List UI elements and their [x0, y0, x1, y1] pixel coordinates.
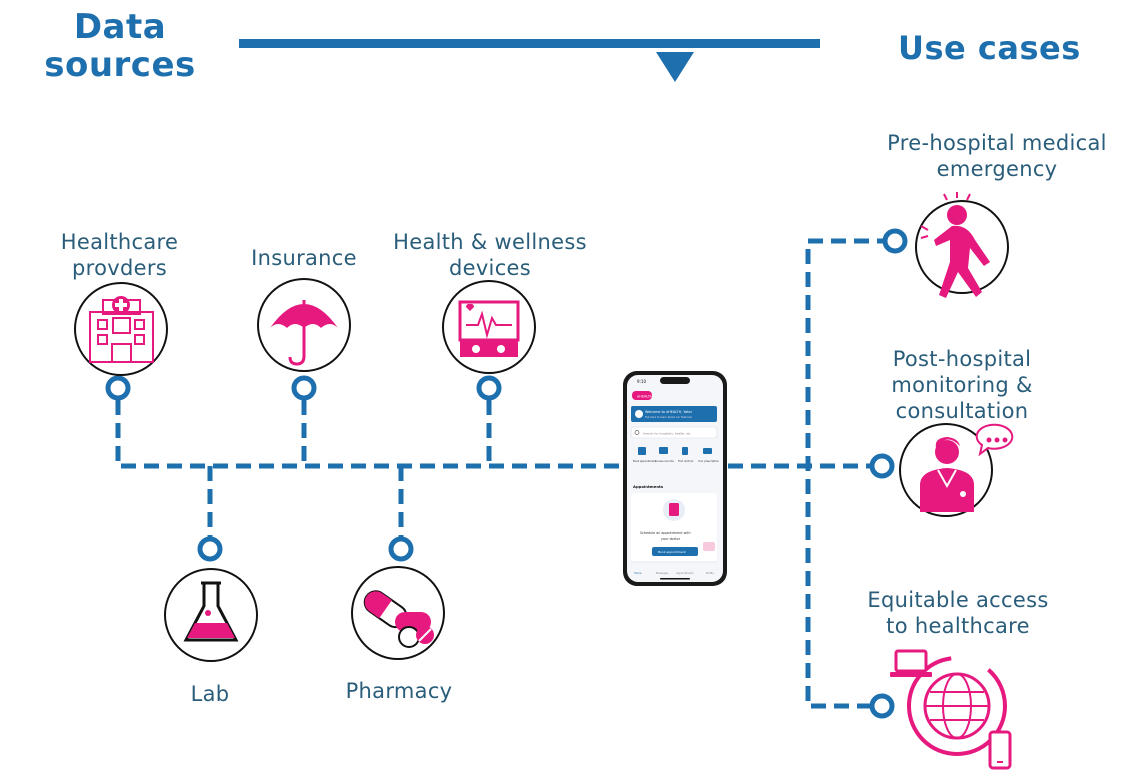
umbrella-icon	[257, 278, 351, 372]
phone-nav-appointments: Appointments	[676, 571, 694, 575]
label-lab: Lab	[190, 682, 230, 706]
phone-cta-button: Book appointment	[658, 550, 686, 554]
connector-nodes	[105, 228, 908, 719]
header-use-cases: Use cases	[898, 29, 1081, 67]
header-left-line2: sources	[44, 45, 196, 85]
phone-section-title: Appointments	[633, 484, 664, 489]
global-devices-icon	[890, 649, 1012, 770]
monitor-heart-icon	[442, 280, 536, 374]
phone-mockup: 9:10 eHEALTH Welcome to eHEALTH, Yaksi T…	[623, 371, 727, 586]
phone-welcome: Welcome to eHEALTH, Yaksi	[645, 410, 692, 414]
header-data-sources: Data sources	[40, 8, 200, 84]
hospital-icon	[74, 282, 168, 376]
flask-icon	[164, 568, 258, 662]
header-left-line1: Data	[73, 7, 167, 47]
phone-action-4: Your prescription	[698, 459, 719, 463]
phone-nav-profile: Profile	[706, 571, 714, 575]
flow-arrow-icon	[656, 52, 694, 82]
phone-action-2: Access records	[655, 459, 674, 463]
phone-time: 9:10	[637, 379, 646, 384]
phone-search-placeholder: Search for hospitals, health, etc	[643, 432, 691, 436]
label-pharmacy: Pharmacy	[345, 679, 453, 703]
phone-nav-messages: Messages	[656, 571, 669, 575]
phone-action-1: Book appointment	[633, 459, 656, 463]
phone-action-3: Find doctors	[678, 459, 694, 463]
doctor-chat-icon	[899, 423, 1014, 517]
pills-icon	[351, 566, 445, 660]
phone-cta-text-2: your doctor	[661, 537, 681, 541]
phone-welcome-sub: Tap here to learn about our features	[645, 415, 693, 419]
connector-lines	[115, 238, 892, 709]
phone-brand: eHEALTH	[637, 395, 653, 399]
emergency-person-icon	[915, 192, 1009, 298]
label-insurance: Insurance	[251, 246, 357, 270]
flow-bar	[239, 39, 820, 48]
phone-nav-home: Home	[634, 571, 642, 575]
phone-cta-text-1: Schedule an appointment with	[640, 531, 691, 535]
